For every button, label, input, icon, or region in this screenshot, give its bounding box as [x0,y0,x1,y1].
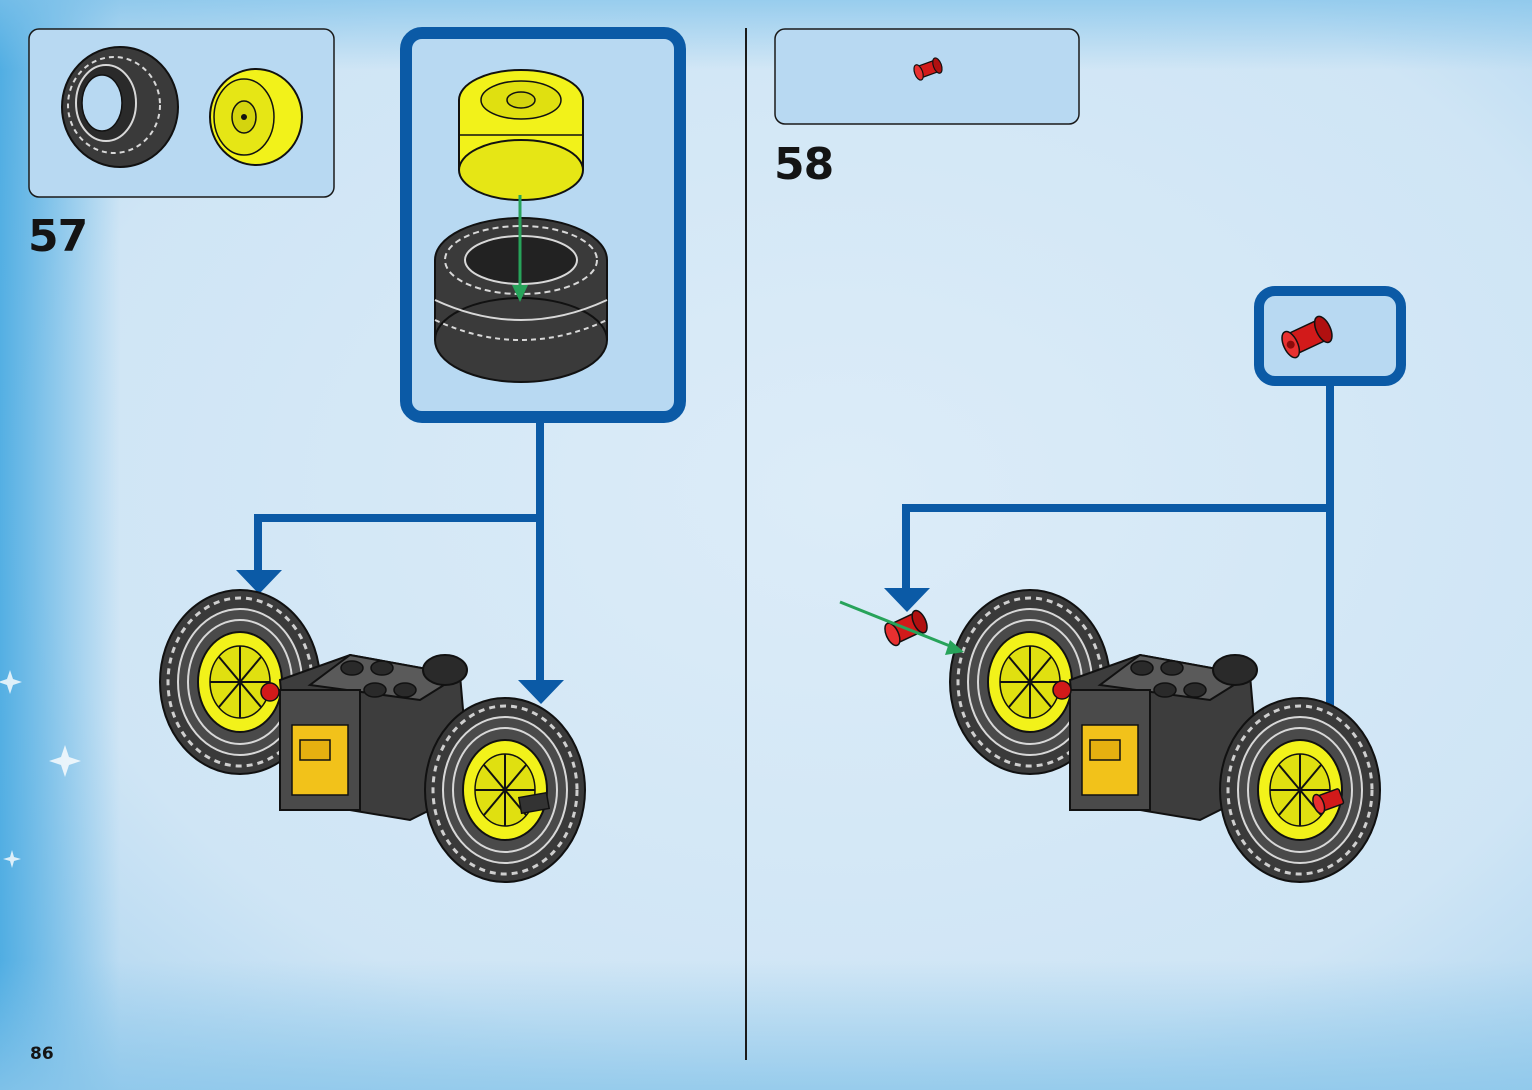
step-57-model [160,590,585,882]
step-number-58: 58 [774,143,833,187]
step-58-model [840,590,1380,882]
step-57-parts-panel [29,29,334,197]
page-number: 86 [30,1044,54,1064]
step-58-subassembly-callout [1259,291,1401,381]
yellow-rim-icon [210,69,302,165]
tire-icon [62,47,178,167]
step-58-parts-panel [775,29,1079,124]
step-number-57: 57 [28,215,87,259]
step-57-subassembly-callout [406,33,680,417]
yellow-rim-icon [459,70,583,200]
